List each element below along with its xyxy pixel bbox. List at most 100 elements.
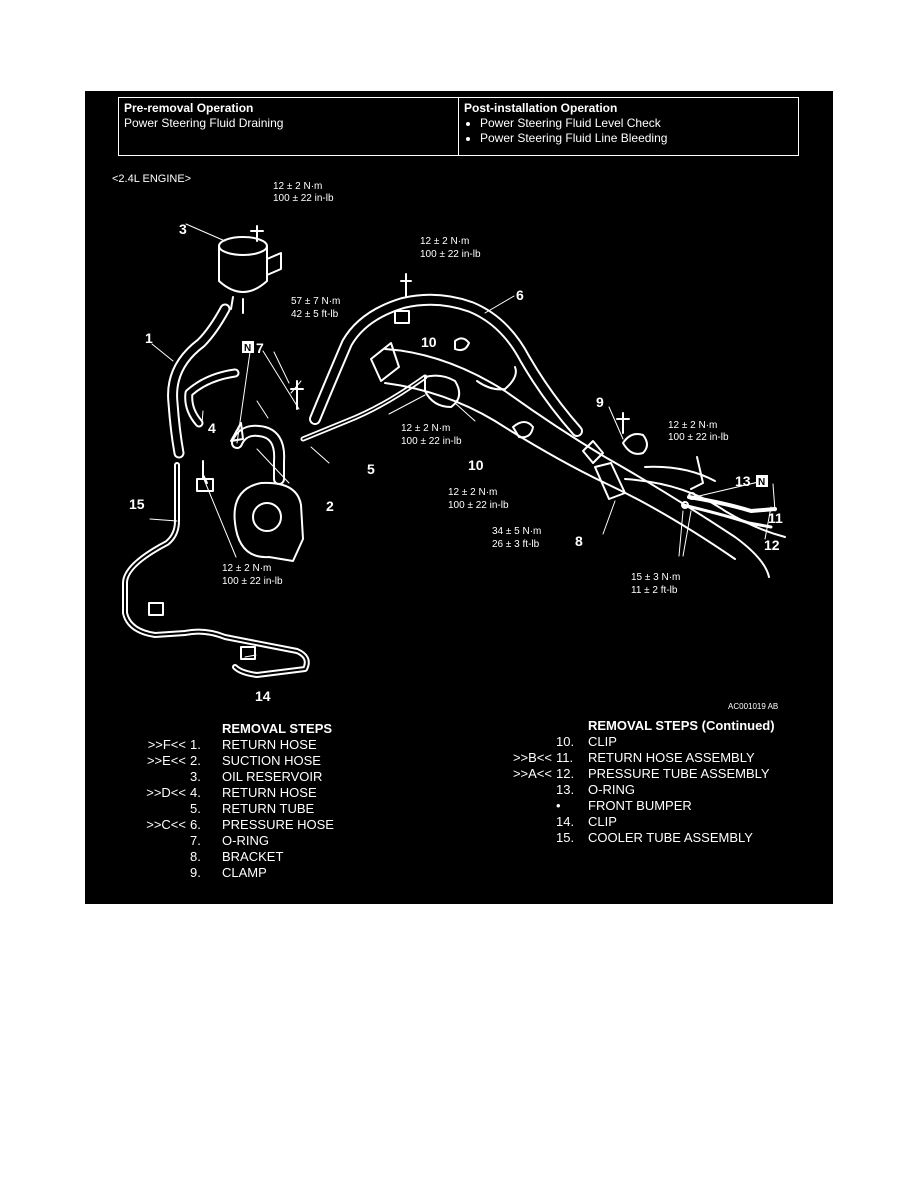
step-name: RETURN HOSE: [222, 737, 317, 752]
torque-spec-line2: 100 ± 22 in-lb: [448, 500, 509, 511]
step-name: O-RING: [222, 833, 269, 848]
removal-steps-continued-title-row: REMOVAL STEPS (Continued): [501, 718, 775, 734]
callout-7: 7: [256, 340, 264, 356]
step-name: BRACKET: [222, 849, 284, 864]
oil-reservoir-cap: [218, 236, 268, 256]
step-number: 3.: [190, 769, 201, 784]
callout-13-n-mark: N: [758, 477, 765, 488]
oil-reservoir-body: [218, 246, 268, 293]
step-row: 15.COOLER TUBE ASSEMBLY: [501, 830, 775, 846]
step-mark: [501, 830, 556, 846]
torque-spec-line1: 12 ± 2 N·m: [668, 420, 717, 431]
clamp-9: [622, 433, 648, 455]
step-mark: [501, 814, 556, 830]
step-row: >>F<< 1. RETURN HOSE: [135, 737, 334, 753]
step-row: 7.O-RING: [135, 833, 334, 849]
svg-text:N: N: [244, 343, 251, 354]
svg-text:N: N: [758, 477, 765, 488]
torque-spec-line2: 26 ± 3 ft-lb: [492, 539, 540, 550]
torque-spec-line2: 100 ± 22 in-lb: [401, 436, 462, 447]
step-name: RETURN HOSE ASSEMBLY: [588, 750, 755, 765]
svg-text:42 ± 5 ft-lb: 42 ± 5 ft-lb: [291, 309, 339, 320]
removal-steps-title: REMOVAL STEPS: [222, 721, 333, 736]
step-row: •FRONT BUMPER: [501, 798, 775, 814]
hose-layout-diagram: 12 ± 2 N·m 100 ± 22 in-lb 12 ± 2 N·m 100…: [112, 173, 786, 711]
step-mark: >>F<<: [147, 737, 186, 752]
step-row: >>C<<6.PRESSURE HOSE: [135, 817, 334, 833]
torque-spec-line1: 12 ± 2 N·m: [420, 236, 469, 247]
callout-9: 9: [596, 394, 604, 410]
callout-11: 11: [768, 510, 783, 526]
svg-text:12 ± 2 N·m: 12 ± 2 N·m: [420, 236, 469, 247]
step-number: 13.: [556, 782, 575, 797]
step-row: 8.BRACKET: [135, 849, 334, 865]
steering-gear: [384, 348, 770, 578]
post-installation-column: Post-installation Operation Power Steeri…: [458, 98, 798, 155]
svg-text:100 ± 22 in-lb: 100 ± 22 in-lb: [401, 436, 462, 447]
callout-10: 10: [421, 334, 437, 350]
step-number: 11.: [556, 750, 574, 765]
step-number: 5.: [190, 801, 201, 816]
callout-14: 14: [255, 688, 271, 704]
torque-spec-line2: 42 ± 5 ft-lb: [291, 309, 339, 320]
step-row: 13. O-RING: [501, 782, 775, 798]
callout-3: 3: [179, 221, 187, 237]
torque-spec-line1: 12 ± 2 N·m: [401, 423, 450, 434]
removal-steps-continued: REMOVAL STEPS (Continued) 10.CLIP >>B<<1…: [501, 718, 775, 846]
pre-removal-heading: Pre-removal Operation: [124, 101, 254, 115]
svg-text:57 ± 7 N·m: 57 ± 7 N·m: [291, 296, 340, 307]
pre-removal-column: Pre-removal Operation Power Steering Flu…: [119, 98, 458, 155]
step-mark: >>E<<: [146, 753, 186, 768]
step-number: 10.: [556, 734, 575, 749]
svg-text:7: 7: [256, 340, 264, 356]
step-name: SUCTION HOSE: [222, 753, 321, 768]
svg-text:15: 15: [129, 496, 145, 512]
svg-text:5: 5: [367, 461, 375, 477]
step-name: COOLER TUBE ASSEMBLY: [588, 830, 753, 845]
step-name: O-RING: [588, 782, 635, 797]
step-name: PRESSURE HOSE: [222, 817, 334, 832]
figure-code: AC001019 AB: [728, 702, 778, 711]
step-mark: >>D<<: [146, 785, 186, 800]
svg-text:13: 13: [735, 473, 751, 489]
step-row: >>E<<2.SUCTION HOSE: [135, 753, 334, 769]
svg-text:100 ± 22 in-lb: 100 ± 22 in-lb: [273, 193, 334, 204]
svg-text:12: 12: [764, 537, 780, 553]
torque-spec-line1: 57 ± 7 N·m: [291, 296, 340, 307]
operations-table: Pre-removal Operation Power Steering Flu…: [118, 97, 799, 156]
svg-text:AC001019 AB: AC001019 AB: [728, 702, 778, 711]
step-row: 3.OIL RESERVOIR: [135, 769, 334, 785]
step-mark: [501, 782, 556, 798]
step-name: FRONT BUMPER: [588, 798, 692, 813]
step-number: 1.: [190, 737, 201, 752]
return-hose-assembly-11: [687, 495, 777, 513]
svg-text:<2.4L ENGINE>: <2.4L ENGINE>: [112, 173, 191, 185]
clip-10: [454, 337, 470, 352]
svg-text:12 ± 2 N·m: 12 ± 2 N·m: [401, 423, 450, 434]
step-mark: [501, 734, 556, 750]
step-row: >>B<<11.RETURN HOSE ASSEMBLY: [501, 750, 775, 766]
svg-text:3: 3: [179, 221, 187, 237]
callout-1: 1: [145, 330, 153, 346]
step-mark: [135, 833, 190, 849]
svg-text:6: 6: [516, 287, 524, 303]
svg-text:2: 2: [326, 498, 334, 514]
step-name: CLIP: [588, 734, 617, 749]
svg-text:11: 11: [768, 510, 783, 526]
callout-2: 2: [326, 498, 334, 514]
step-row: 5.RETURN TUBE: [135, 801, 334, 817]
svg-text:12 ± 2 N·m: 12 ± 2 N·m: [668, 420, 717, 431]
step-number: 12.: [556, 766, 575, 781]
svg-text:100 ± 22 in-lb: 100 ± 22 in-lb: [222, 576, 283, 587]
step-number: 4.: [190, 785, 201, 800]
svg-text:10: 10: [421, 334, 437, 350]
callout-6: 6: [516, 287, 524, 303]
pressure-tube-assembly-12: [681, 503, 773, 529]
svg-text:10: 10: [468, 457, 484, 473]
callout-4: 4: [208, 420, 216, 436]
post-installation-item: Power Steering Fluid Line Bleeding: [480, 131, 793, 146]
svg-text:15 ± 3 N·m: 15 ± 3 N·m: [631, 572, 680, 583]
svg-text:12 ± 2 N·m: 12 ± 2 N·m: [448, 487, 497, 498]
callout-5: 5: [367, 461, 375, 477]
svg-text:8: 8: [575, 533, 583, 549]
